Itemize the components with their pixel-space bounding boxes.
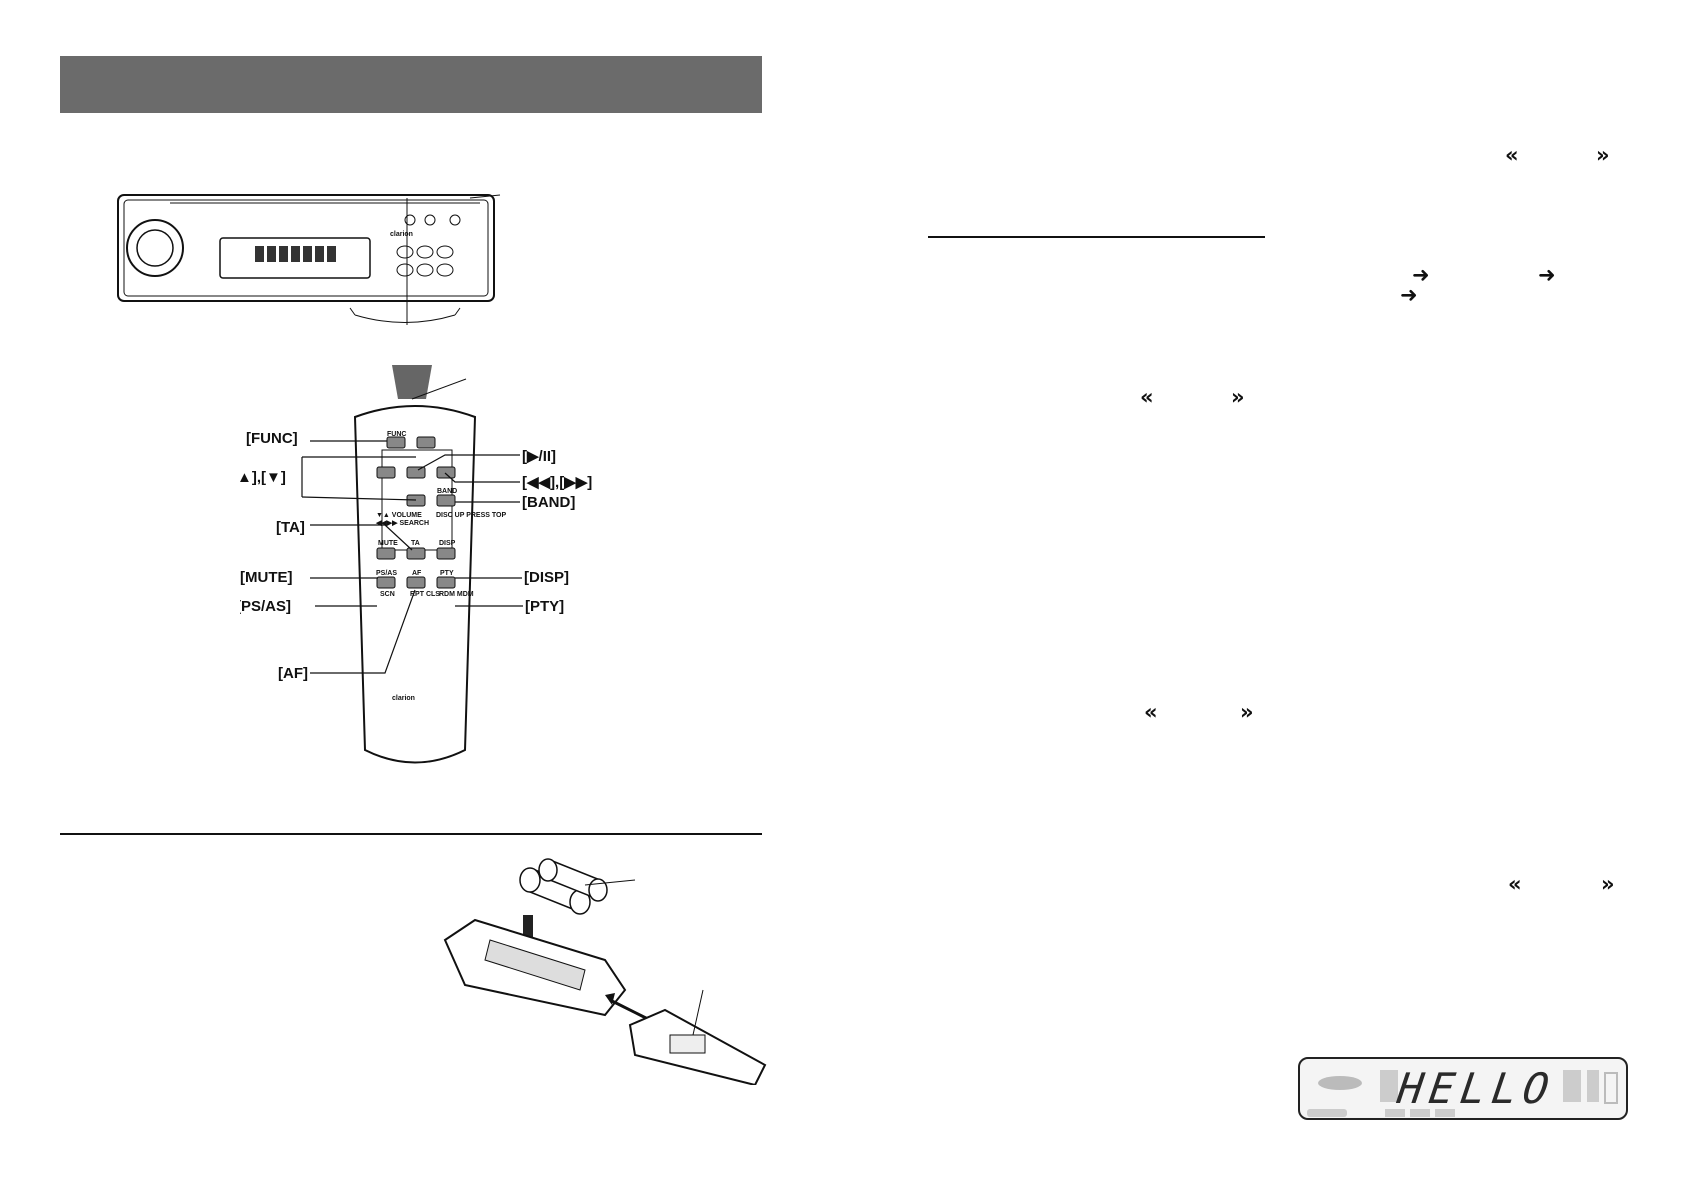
head-unit-brand: clarion [390, 231, 413, 238]
svg-text:FUNC: FUNC [387, 431, 406, 438]
section-divider [928, 236, 1265, 238]
callout-pty: [PTY] [525, 598, 564, 615]
head-unit-illustration: clarion [117, 194, 501, 325]
arrow-icon: ➜ [1412, 263, 1430, 287]
svg-text:PS/AS: PS/AS [376, 570, 397, 577]
svg-text:RDM MDM: RDM MDM [439, 591, 474, 598]
callout-mute: [MUTE] [240, 569, 293, 586]
svg-text:DISP: DISP [439, 540, 456, 547]
lcd-text: HELLO [1394, 1064, 1558, 1113]
battery-insertion-illustration [443, 858, 767, 1085]
rewind-icon: « [1505, 143, 1519, 167]
svg-text:▼▲ VOLUME: ▼▲ VOLUME [376, 512, 422, 519]
svg-text:MUTE: MUTE [378, 540, 398, 547]
arrow-icon: ➜ [1538, 263, 1556, 287]
arrow-icon: ➜ [1400, 283, 1418, 307]
svg-text:SCN: SCN [380, 591, 395, 598]
callout-func: [FUNC] [246, 430, 298, 447]
forward-icon: » [1601, 872, 1615, 896]
svg-text:AF: AF [412, 570, 422, 577]
section-header-bar [60, 56, 762, 113]
rewind-icon: « [1508, 872, 1522, 896]
svg-text:TA: TA [411, 540, 420, 547]
svg-text:RPT CLS: RPT CLS [410, 591, 440, 598]
svg-text:BAND: BAND [437, 488, 457, 495]
rewind-icon: « [1140, 385, 1154, 409]
callout-af: [AF] [278, 665, 308, 682]
forward-icon: » [1231, 385, 1245, 409]
callout-ta: [TA] [276, 519, 305, 536]
remote-brand: clarion [392, 695, 415, 702]
forward-icon: » [1240, 700, 1254, 724]
svg-text:DISC UP PRESS TOP: DISC UP PRESS TOP [436, 512, 506, 519]
section-divider [60, 833, 762, 835]
remote-control-illustration: FUNC BAND ▼▲ VOLUME ◀◀▶▶ SEARCH DISC UP … [240, 365, 592, 764]
callout-up-down: [▲],[▼] [240, 469, 286, 486]
callout-play-pause: [▶/II] [522, 448, 556, 465]
callout-ps-as: [PS/AS] [240, 598, 291, 615]
rewind-icon: « [1144, 700, 1158, 724]
callout-disp: [DISP] [524, 569, 569, 586]
callout-band: [BAND] [522, 494, 575, 511]
svg-text:PTY: PTY [440, 570, 454, 577]
lcd-segments [1307, 1070, 1618, 1117]
callout-skip: [◀◀],[▶▶] [522, 474, 592, 491]
forward-icon: » [1596, 143, 1610, 167]
svg-text:◀◀▶▶ SEARCH: ◀◀▶▶ SEARCH [375, 520, 429, 527]
